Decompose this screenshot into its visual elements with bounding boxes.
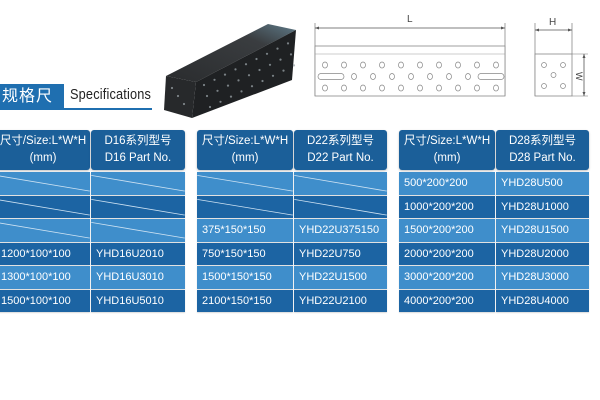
part-header: D16系列型号 D16 Part No.	[91, 130, 185, 170]
size-cell-empty	[0, 195, 90, 218]
part-cell: YHD28U1000	[496, 195, 589, 218]
cross-section-drawing: H W	[534, 17, 588, 97]
size-cell: 2100*150*150	[197, 289, 293, 312]
size-cell: 1500*150*150	[197, 266, 293, 289]
size-cell: 1000*200*200	[399, 195, 495, 218]
part-cell: YHD16U3010	[91, 266, 185, 289]
size-header: 尺寸/Size:L*W*H (mm)	[0, 130, 90, 170]
size-cell: 2000*200*200	[399, 242, 495, 265]
part-header-line1: D28系列型号	[508, 135, 577, 147]
part-header: D22系列型号 D22 Part No.	[294, 130, 387, 170]
height-label: H	[549, 17, 556, 28]
section-title-cn: 规格尺寸	[0, 84, 64, 129]
size-header-line1: 尺寸/Size:L*W*H	[201, 135, 289, 147]
empty-slash	[91, 222, 185, 239]
part-cell: YHD22U750	[294, 242, 387, 265]
part-header: D28系列型号 D28 Part No.	[496, 130, 589, 170]
empty-slash	[91, 175, 185, 192]
size-header-line2: (mm)	[433, 152, 461, 164]
part-header-line1: D22系列型号	[306, 135, 375, 147]
size-header-line1: 尺寸/Size:L*W*H	[403, 135, 491, 147]
width-label: W	[574, 72, 584, 81]
part-cell: YHD22U2100	[294, 289, 387, 312]
size-cell: 500*200*200	[399, 172, 495, 195]
size-cell-empty	[197, 172, 293, 195]
size-header: 尺寸/Size:L*W*H (mm)	[197, 130, 293, 170]
size-cell: 1300*100*100	[0, 266, 90, 289]
title-underline	[0, 108, 152, 110]
part-cell-empty	[294, 195, 387, 218]
part-cell: YHD28U4000	[496, 289, 589, 312]
part-cell: YHD22U1500	[294, 266, 387, 289]
part-cell: YHD22U375150	[294, 219, 387, 242]
part-cell: YHD28U500	[496, 172, 589, 195]
part-cell: YHD16U2010	[91, 242, 185, 265]
size-cell: 375*150*150	[197, 219, 293, 242]
size-cell-empty	[0, 172, 90, 195]
size-cell: 1200*100*100	[0, 242, 90, 265]
part-cell: YHD28U3000	[496, 266, 589, 289]
size-header: 尺寸/Size:L*W*H (mm)	[399, 130, 495, 170]
size-cell-empty	[0, 219, 90, 242]
part-cell: YHD16U5010	[91, 289, 185, 312]
size-header-line1: 尺寸/Size:L*W*H	[0, 135, 87, 147]
part-cell-empty	[91, 195, 185, 218]
size-header-line2: (mm)	[29, 152, 57, 164]
part-cell-empty	[91, 172, 185, 195]
empty-slash	[91, 198, 185, 215]
size-cell: 3000*200*200	[399, 266, 495, 289]
empty-slash	[294, 175, 387, 192]
empty-slash	[0, 199, 90, 215]
size-header-line2: (mm)	[231, 152, 259, 164]
part-header-line1: D16系列型号	[104, 135, 172, 147]
part-cell: YHD28U1500	[496, 219, 589, 242]
part-header-line2: D22 Part No.	[307, 152, 374, 164]
size-cell: 750*150*150	[197, 242, 293, 265]
empty-slash	[0, 175, 90, 192]
part-cell-empty	[294, 172, 387, 195]
section-title-en: Specifications	[70, 86, 152, 103]
part-header-line2: D16 Part No.	[104, 152, 172, 164]
part-cell: YHD28U2000	[496, 242, 589, 265]
empty-slash	[0, 222, 90, 239]
size-cell: 1500*100*100	[0, 289, 90, 312]
product-image	[164, 24, 296, 118]
length-label: L	[407, 14, 413, 25]
size-cell: 1500*200*200	[399, 219, 495, 242]
size-cell-empty	[197, 195, 293, 218]
length-drawing: L	[314, 14, 506, 97]
section-title: 规格尺寸 Specifications	[0, 84, 152, 129]
size-cell: 4000*200*200	[399, 289, 495, 312]
part-cell-empty	[91, 219, 185, 242]
empty-slash	[294, 198, 387, 215]
empty-slash	[197, 198, 293, 215]
part-header-line2: D28 Part No.	[509, 152, 576, 164]
empty-slash	[197, 175, 293, 192]
